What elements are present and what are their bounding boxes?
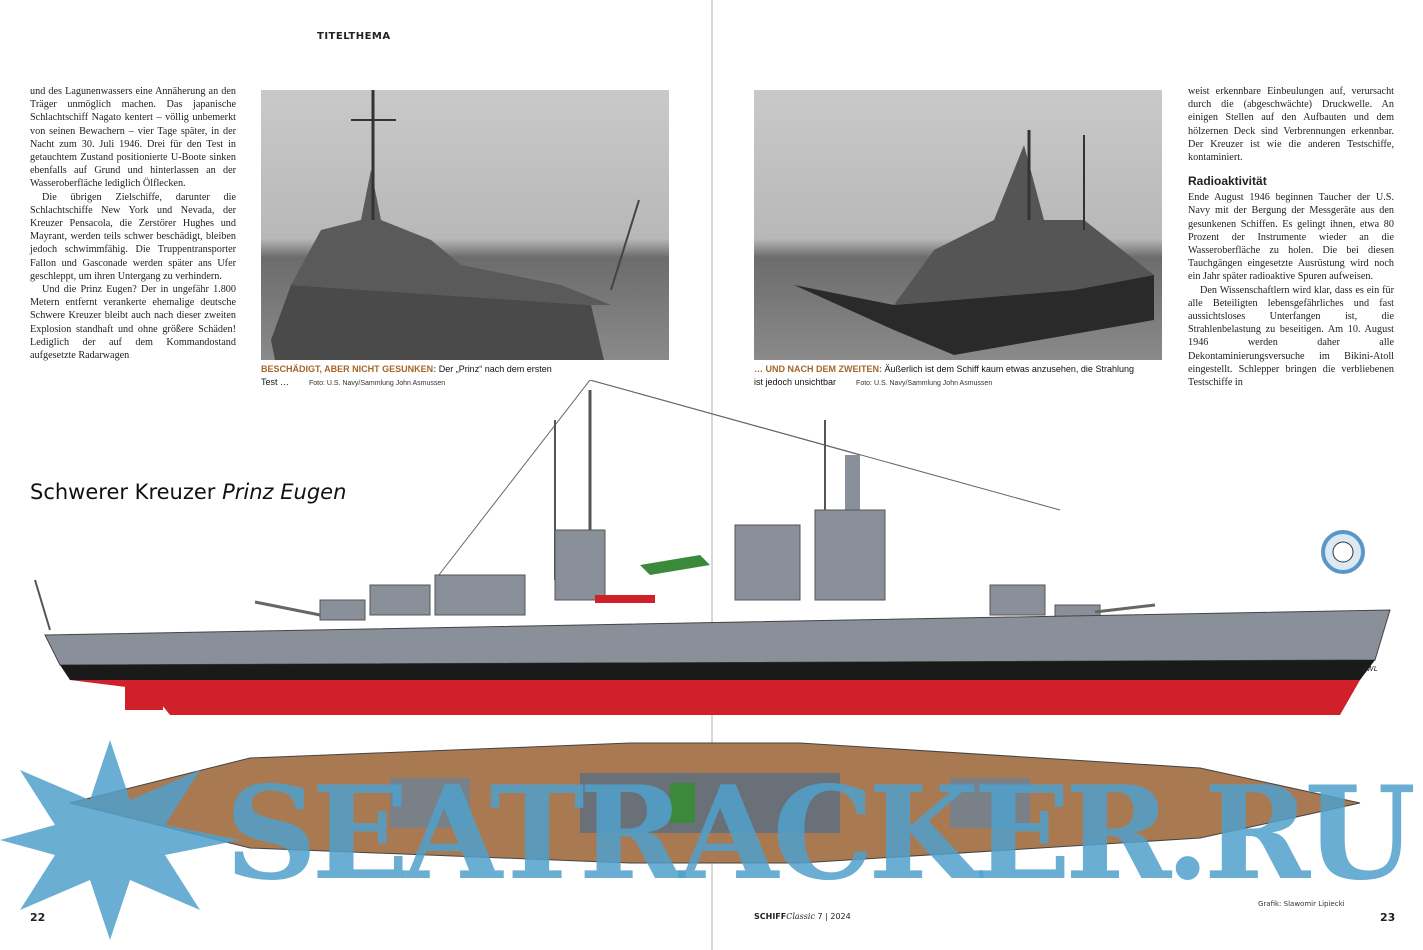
photo-credit: Foto: U.S. Navy/Sammlung John Asmussen	[309, 380, 446, 387]
title-ship-name: Prinz Eugen	[222, 480, 347, 504]
photo-after-first-test	[261, 90, 669, 360]
page-gutter	[711, 0, 713, 950]
caption-lead: … UND NACH DEM ZWEITEN:	[754, 364, 882, 374]
photo-credit: Foto: U.S. Navy/Sammlung John Asmussen	[856, 380, 993, 387]
ship-side-profile	[34, 380, 1391, 715]
paragraph: weist erkennbare Einbeulungen auf, verur…	[1188, 86, 1394, 164]
title-text: Schwerer Kreuzer	[30, 480, 223, 504]
paragraph: Und die Prinz Eugen? Der in ungefähr 1.8…	[30, 284, 236, 362]
artist-logo	[1321, 530, 1365, 574]
section-rubric: TITELTHEMA	[317, 31, 391, 42]
section-heading: Radioaktivität	[1188, 174, 1267, 189]
brand-italic: Classic	[786, 912, 815, 921]
caption-text: Äußerlich ist dem Schiff kaum etwas anzu…	[754, 364, 1134, 387]
left-text-column: und des Lagunenwassers eine Annäherung a…	[30, 85, 236, 362]
photo-caption-right: … UND NACH DEM ZWEITEN: Äußerlich ist de…	[754, 363, 1144, 390]
magazine-folio: SCHIFFClassic 7 | 2024	[754, 912, 851, 921]
caption-lead: BESCHÄDIGT, ABER NICHT GESUNKEN:	[261, 364, 437, 374]
watermark-text: SEATRACKER.RU	[225, 759, 1416, 909]
graphic-title: Schwerer Kreuzer Prinz Eugen	[30, 480, 346, 504]
graphic-credit: Grafik: Slawomir Lipiecki	[1258, 900, 1345, 908]
waterline-label: BWL	[1362, 665, 1378, 673]
issue-number: 7 | 2024	[814, 912, 851, 921]
paragraph: Die übrigen Zielschiffe, darunter die Sc…	[30, 191, 236, 282]
ship-plan-view	[69, 742, 1361, 864]
right-text-column: weist erkennbare Einbeulungen auf, verur…	[1188, 85, 1394, 389]
paragraph: Ende August 1946 beginnen Taucher der U.…	[1188, 192, 1394, 283]
ship-photo-silhouette	[794, 130, 1154, 355]
watermark-starburst-icon	[0, 740, 240, 940]
photo-after-second-test	[754, 90, 1162, 360]
brand-bold: SCHIFF	[754, 912, 787, 921]
ship-photo-silhouette	[271, 90, 640, 360]
page-number-right: 23	[1380, 911, 1396, 924]
page-number-left: 22	[30, 911, 46, 924]
caption-text: Der „Prinz“ nach dem ersten Test …	[261, 364, 552, 387]
paragraph: Den Wissenschaftlern wird klar, dass es …	[1188, 284, 1394, 389]
paragraph: und des Lagunenwassers eine Annäherung a…	[30, 86, 236, 190]
photo-caption-left: BESCHÄDIGT, ABER NICHT GESUNKEN: Der „Pr…	[261, 363, 561, 390]
